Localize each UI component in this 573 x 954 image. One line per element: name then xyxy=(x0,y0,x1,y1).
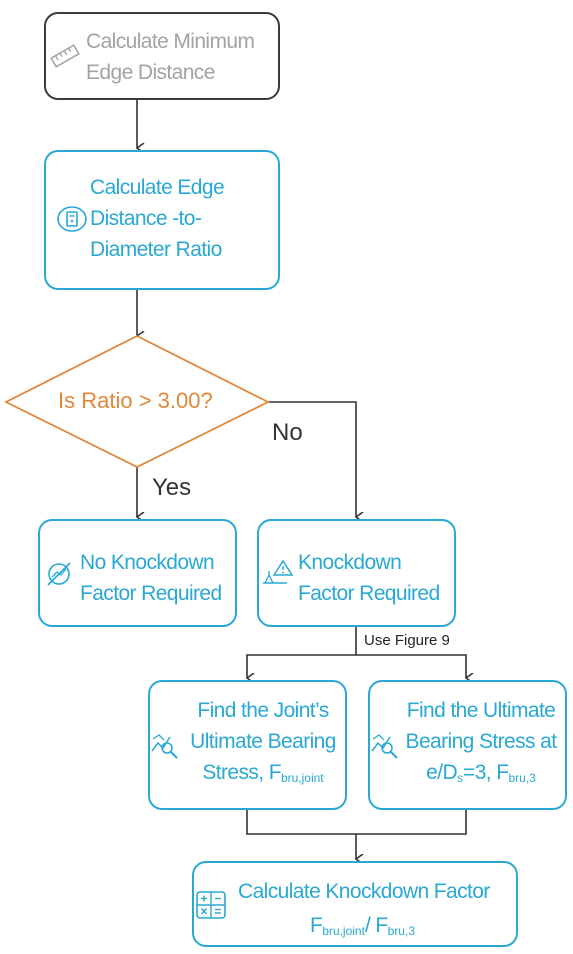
calculator-circle-icon xyxy=(57,206,87,232)
calc-line1: Calculate Knockdown Factor xyxy=(238,880,490,903)
min-edge-line2: Edge Distance xyxy=(86,61,215,84)
node-min-edge-distance xyxy=(44,12,280,100)
node-joint-stress xyxy=(148,680,347,810)
decision-text: Is Ratio > 3.00? xyxy=(58,388,213,413)
node-edge-ratio xyxy=(44,150,280,290)
label-use-figure: Use Figure 9 xyxy=(362,632,452,649)
ultimate-line3-a: e/D xyxy=(426,761,458,784)
node-ultimate-stress xyxy=(368,680,567,810)
ratio-line3: Diameter Ratio xyxy=(90,238,222,261)
joint-line2: Ultimate Bearing xyxy=(190,730,336,753)
warning-scale-icon xyxy=(263,559,294,584)
split-line-right xyxy=(356,654,466,678)
node-ultimate-stress-text: Find the Ultimate Bearing Stress at e/Ds… xyxy=(396,695,566,794)
calc-f2-sub: bru,3 xyxy=(387,924,415,938)
decision-diamond xyxy=(3,334,271,469)
calc-f1-sub: bru,joint xyxy=(322,924,365,938)
no-knockdown-line1: No Knockdown xyxy=(80,551,215,574)
ultimate-line3-b: =3, F xyxy=(463,761,509,784)
ruler-icon xyxy=(50,44,80,68)
ultimate-line3: e/Ds=3, Fbru,3 xyxy=(396,757,566,794)
calc-sep: / F xyxy=(364,914,388,937)
ultimate-line2: Bearing Stress at xyxy=(405,730,557,753)
ratio-line1: Calculate Edge xyxy=(90,176,225,199)
knockdown-line2: Factor Required xyxy=(298,582,440,605)
node-knockdown-text: Knockdown Factor Required xyxy=(298,547,440,609)
no-chart-icon xyxy=(47,562,71,586)
knockdown-line1: Knockdown xyxy=(298,551,402,574)
joint-line3-main: Stress, F xyxy=(202,761,281,784)
chart-search-icon xyxy=(371,734,398,759)
calc-f1: F xyxy=(310,914,323,937)
split-line xyxy=(247,627,357,678)
min-edge-line1: Calculate Minimum xyxy=(86,30,255,53)
node-min-edge-text: Calculate Minimum Edge Distance xyxy=(86,26,255,88)
node-no-knockdown-text: No Knockdown Factor Required xyxy=(80,547,222,609)
calculator-icon xyxy=(196,891,226,919)
arrow-no xyxy=(268,401,356,517)
ratio-line2: Distance -to- xyxy=(90,207,202,230)
node-no-knockdown xyxy=(38,519,237,627)
calc-line2: Fbru,joint/ Fbru,3 xyxy=(310,910,415,947)
no-knockdown-line2: Factor Required xyxy=(80,582,222,605)
label-yes: Yes xyxy=(152,474,192,501)
joint-line3-sub: bru,joint xyxy=(280,771,324,785)
ultimate-line3-sub: bru,3 xyxy=(508,771,536,785)
label-no: No xyxy=(272,419,303,446)
node-edge-ratio-text: Calculate Edge Distance -to- Diameter Ra… xyxy=(90,172,225,265)
ultimate-line3-s: s xyxy=(457,771,464,785)
node-calc-factor xyxy=(192,861,518,947)
ultimate-line1: Find the Ultimate xyxy=(406,699,556,722)
chart-search-icon xyxy=(151,734,178,759)
joint-line1: Find the Joint’s xyxy=(197,699,329,722)
merge-line xyxy=(246,810,467,835)
node-joint-stress-text: Find the Joint’s Ultimate Bearing Stress… xyxy=(178,695,348,794)
joint-line3: Stress, Fbru,joint xyxy=(178,757,348,794)
